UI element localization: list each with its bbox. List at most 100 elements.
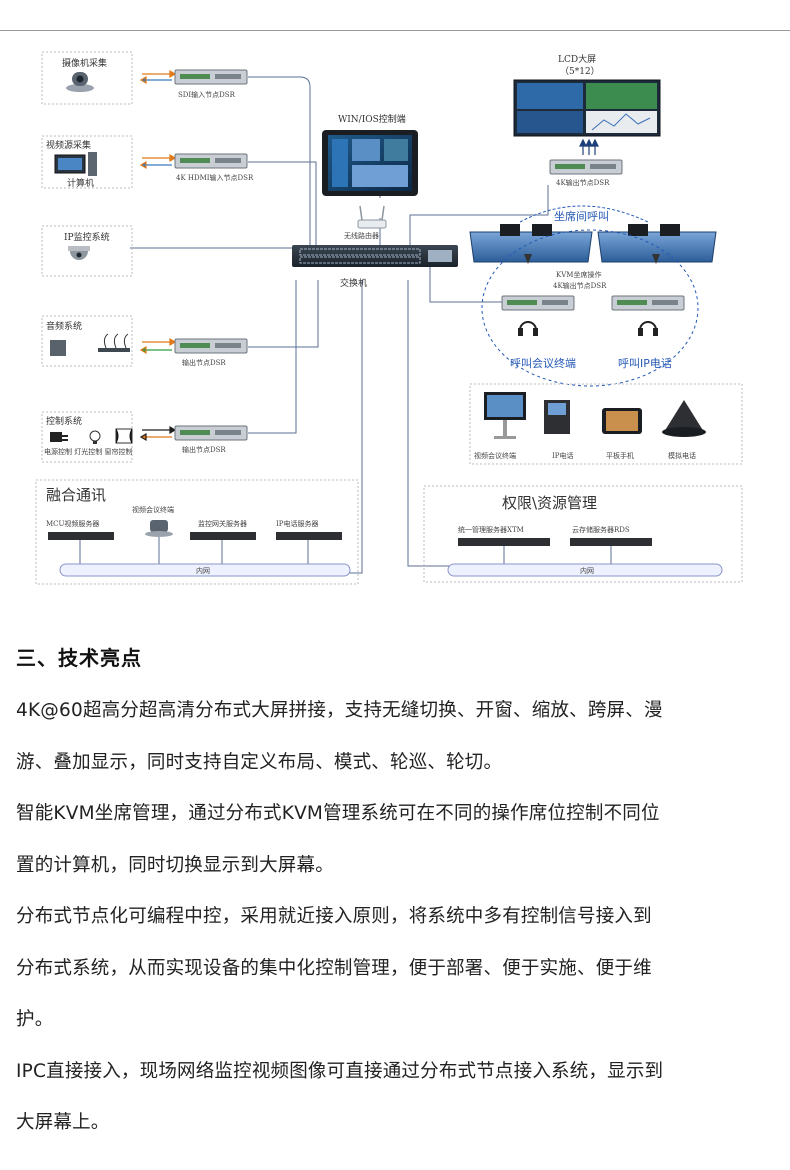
audio-system: 音频系统 [41,315,133,367]
win-ios-console: WIN/IOS控制端 [322,113,418,196]
ip-phone-server-device: IP电话服务器 [276,519,342,540]
switch-label: 交换机 [340,277,367,289]
dome-camera-icon [68,246,90,260]
fusion-communication-zone: 融合通讯 MCU视频服务器 视频会议终端 监控网关服务器 IP电话服务器 内网 [35,479,359,585]
terminals-group: 视频会议终端 IP电话 平板手机 模拟电话 [469,383,743,465]
network-switch: 交换机 [292,245,458,289]
paragraph-3-line-3: 护。 [16,1009,54,1030]
line-hdmi-switch [248,161,317,258]
camera-system-label: 摄像机采集 [62,57,107,69]
hdmi-node-label: 4K HDMI输入节点DSR [176,173,254,182]
paragraph-4-line-2: 大屏幕上。 [16,1112,110,1133]
paragraph-1-line-2: 游、叠加显示，同时支持自定义布局、模式、轮巡、轮切。 [16,751,503,773]
kvm-desk-left [469,224,593,264]
paragraph-2-line-2: 置的计算机，同时切换显示到大屏幕。 [16,854,334,876]
lcd-wall: LCD大屏 （5*12） [513,53,661,137]
unified-server-label: 统一管理服务器XTM [458,525,524,534]
line-control-switch [248,280,297,434]
output-node-4k-device: 4K输出节点DSR [549,159,623,187]
call-ip-phone-label: 呼叫IP电话 [618,357,672,370]
paragraph-3-line-1: 分布式节点化可编程中控，采用就近接入原则，将系统中多有控制信号接入到 [16,906,652,927]
audio-system-label: 音频系统 [46,320,82,332]
video-source-label: 视频源采集 [46,139,91,151]
kvm-desk-right [597,224,717,264]
mcu-label: MCU视频服务器 [46,519,99,528]
control-system-label: 控制系统 [46,415,82,427]
microphone-icon [50,333,130,356]
lcd-wall-label: LCD大屏 [558,53,596,65]
output-node-label: 输出节点DSR [182,358,226,367]
line-sdi-switch [248,76,311,258]
control-node-label: 输出节点DSR [182,445,226,454]
call-conference-label: 呼叫会议终端 [510,356,576,370]
lcd-up-arrows [579,138,599,155]
ptz-camera-icon [66,72,94,92]
paragraph-1-line-1: 4K@60超高分超高清分布式大屏拼接，支持无缝切换、开窗、缩放、跨屏、漫 [16,700,663,721]
video-source: 视频源采集 计算机 [41,135,133,189]
video-conf-terminal-device: 视频会议终端 [132,505,174,537]
headset-icon [518,321,658,336]
fusion-title: 融合通讯 [46,486,106,504]
lcd-wall-size: （5*12） [560,66,600,77]
video-conference-terminal-icon [484,392,526,439]
sdi-node-label: SDI输入节点DSR [178,90,236,99]
kvm-node-left [501,295,575,311]
terminal-label-3: 模拟电话 [668,451,696,460]
control-items-label: 电源控制 灯光控制 窗帘控制 [44,447,132,456]
kvm-node-right [611,295,685,311]
arrows-audio [139,337,177,355]
terminal-label-0: 视频会议终端 [474,451,516,460]
top-divider [0,30,790,31]
ip-monitor-label: IP监控系统 [64,231,110,243]
kvm-seat-label-1: KVM坐席操作 [556,270,601,279]
wireless-router: 无线路由器 [344,205,387,240]
arrows-camera [139,69,177,85]
control-system: 控制系统 电源控制 灯光控制 窗帘控制 [41,411,133,463]
cloud-server-label: 云存储服务器RDS [572,525,630,534]
output-node-4k-label: 4K输出节点DSR [556,178,610,187]
terminal-label-2: 平板手机 [606,451,634,460]
arrows-video [139,153,177,170]
paragraph-2: 智能KVM坐席管理，通过分布式KVM管理系统可在不同的操作席位控制不同位 置的计… [16,788,778,891]
sdi-node-device: SDI输入节点DSR [174,69,248,99]
mcu-server-device: MCU视频服务器 [46,519,114,540]
lan-right-label: 内网 [580,566,594,575]
paragraph-1: 4K@60超高分超高清分布式大屏拼接，支持无缝切换、开窗、缩放、跨屏、漫 游、叠… [16,685,778,788]
ip-monitor-system: IP监控系统 [41,225,133,277]
seat-call-arc: 坐席间呼叫 [519,205,649,223]
section-heading: 三、技术亮点 [16,646,142,670]
unified-server-device: 统一管理服务器XTM [458,525,550,546]
monitor-server-device: 监控网关服务器 [190,519,256,540]
system-architecture-diagram: 摄像机采集 SDI输入节点DSR 视频源采集 计算机 4K HDM [35,51,743,585]
paragraph-3-line-2: 分布式系统，从而实现设备的集中化控制管理，便于部署、便于实施、便于维 [16,957,652,979]
line-switch-fusion [342,280,363,574]
line-switch-kvm [429,260,502,303]
video-conf-terminal-label: 视频会议终端 [132,505,174,514]
power-plug-icon [50,432,68,442]
tablet-phone-icon [602,408,642,434]
kvm-seat-label-2: 4K输出节点DSR [553,281,607,290]
control-node-device: 输出节点DSR [174,425,248,454]
camera-system: 摄像机采集 [41,51,133,105]
paragraph-4: IPC直接接入，现场网络监控视频图像可直接通过分布式节点接入系统，显示到 大屏幕… [16,1046,778,1149]
lan-left-label: 内网 [196,566,210,575]
paragraph-4-line-1: IPC直接接入，现场网络监控视频图像可直接通过分布式节点接入系统，显示到 [16,1060,664,1082]
call-circle [481,229,699,387]
computer-label: 计算机 [67,177,94,189]
line-ipmon-switch [130,247,301,257]
output-node-device: 输出节点DSR [174,338,248,367]
analog-phone-icon [662,400,706,437]
cloud-server-device: 云存储服务器RDS [570,525,652,546]
tech-highlights-section: 三、技术亮点 4K@60超高分超高清分布式大屏拼接，支持无缝切换、开窗、缩放、跨… [16,642,778,1149]
wireless-router-label: 无线路由器 [344,231,379,240]
arrows-control [139,425,177,442]
hdmi-node-device: 4K HDMI输入节点DSR [174,153,254,182]
curtain-icon [115,428,133,444]
paragraph-3: 分布式节点化可编程中控，采用就近接入原则，将系统中多有控制信号接入到 分布式系统… [16,891,778,1046]
terminal-label-1: IP电话 [552,451,573,460]
paragraph-2-line-1: 智能KVM坐席管理，通过分布式KVM管理系统可在不同的操作席位控制不同位 [16,803,660,824]
win-ios-label: WIN/IOS控制端 [338,113,406,125]
line-audio-switch [248,280,319,348]
monitor-server-label: 监控网关服务器 [198,519,247,528]
ip-phone-server-label: IP电话服务器 [276,519,318,528]
